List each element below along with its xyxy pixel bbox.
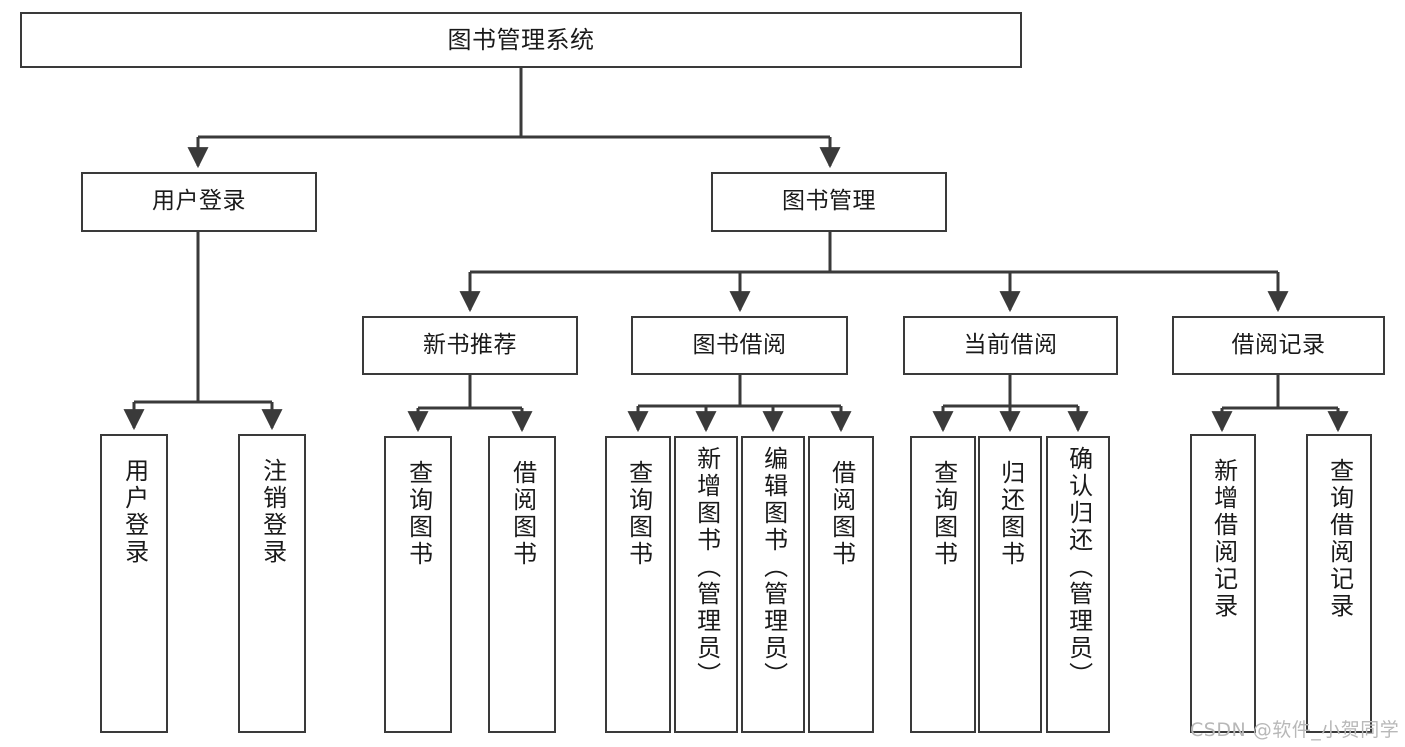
node-label: 图书管理 xyxy=(782,188,876,215)
leaf-query-book-borrow[interactable]: 查询图书 xyxy=(605,436,671,733)
node-current-borrow[interactable]: 当前借阅 xyxy=(903,316,1118,375)
node-label: 借阅图书 xyxy=(827,460,856,568)
node-label: 查询借阅记录 xyxy=(1325,458,1354,620)
leaf-edit-book-admin[interactable]: 编辑图书（管理员） xyxy=(741,436,805,733)
node-label: 查询图书 xyxy=(929,460,958,568)
node-label: 查询图书 xyxy=(404,460,433,568)
node-label: 当前借阅 xyxy=(963,331,1058,358)
node-label: 确认归还（管理员） xyxy=(1064,446,1093,689)
node-book-management[interactable]: 图书管理 xyxy=(711,172,947,232)
leaf-query-borrow-record[interactable]: 查询借阅记录 xyxy=(1306,434,1372,733)
node-borrow-record[interactable]: 借阅记录 xyxy=(1172,316,1385,375)
node-label: 编辑图书（管理员） xyxy=(759,446,788,689)
leaf-confirm-return-admin[interactable]: 确认归还（管理员） xyxy=(1046,436,1110,733)
node-label: 用户登录 xyxy=(152,188,246,215)
node-user-login[interactable]: 用户登录 xyxy=(81,172,317,232)
node-new-book-recommend[interactable]: 新书推荐 xyxy=(362,316,578,375)
leaf-query-book-new-rec[interactable]: 查询图书 xyxy=(384,436,452,733)
node-label: 图书借阅 xyxy=(692,331,787,358)
leaf-return-book[interactable]: 归还图书 xyxy=(978,436,1042,733)
node-label: 新增图书（管理员） xyxy=(692,446,721,689)
leaf-add-book-admin[interactable]: 新增图书（管理员） xyxy=(674,436,738,733)
leaf-user-login[interactable]: 用户登录 xyxy=(100,434,168,733)
leaf-query-book-current[interactable]: 查询图书 xyxy=(910,436,976,733)
leaf-borrow-book-new-rec[interactable]: 借阅图书 xyxy=(488,436,556,733)
node-root-book-management-system[interactable]: 图书管理系统 xyxy=(20,12,1022,68)
leaf-add-borrow-record[interactable]: 新增借阅记录 xyxy=(1190,434,1256,733)
node-label: 图书管理系统 xyxy=(447,25,595,54)
node-label: 用户登录 xyxy=(120,458,149,566)
leaf-borrow-book-borrow[interactable]: 借阅图书 xyxy=(808,436,874,733)
node-book-borrow[interactable]: 图书借阅 xyxy=(631,316,848,375)
node-label: 借阅图书 xyxy=(508,460,537,568)
node-label: 新书推荐 xyxy=(423,331,517,358)
node-label: 归还图书 xyxy=(996,460,1025,568)
node-label: 查询图书 xyxy=(624,460,653,568)
node-label: 新增借阅记录 xyxy=(1209,458,1238,620)
leaf-logout[interactable]: 注销登录 xyxy=(238,434,306,733)
node-label: 借阅记录 xyxy=(1231,331,1326,358)
node-label: 注销登录 xyxy=(258,458,287,566)
